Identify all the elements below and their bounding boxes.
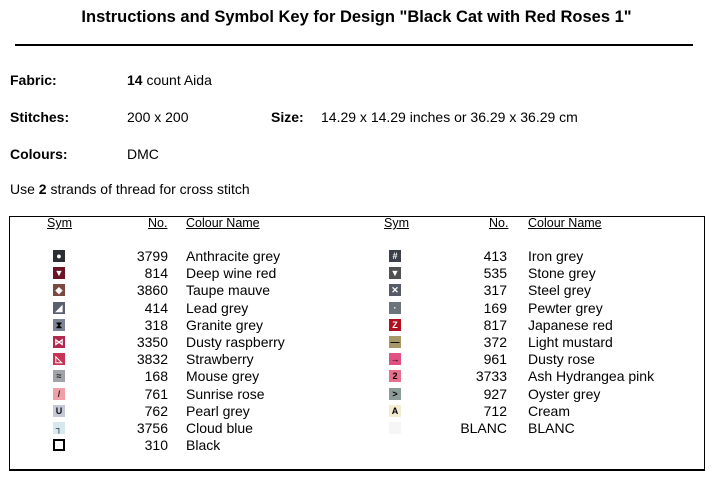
colour-name: Black <box>186 437 221 454</box>
symbol-icon: ⋈ <box>53 336 65 348</box>
symbol-icon: ✕ <box>389 284 401 297</box>
colour-name: Cloud blue <box>186 420 253 436</box>
symbol-icon: ⧗ <box>53 318 65 331</box>
colour-number: 961 <box>483 351 507 368</box>
colour-number: 3832 <box>136 351 168 368</box>
symbol-icon: # <box>389 250 401 262</box>
title-rule <box>15 44 693 46</box>
header-sym-right: Sym <box>384 216 409 230</box>
colour-number: 3756 <box>136 420 168 436</box>
symbol-icon: ◢ <box>53 301 65 314</box>
colour-name: Sunrise rose <box>186 385 265 402</box>
colour-name: Anthracite grey <box>186 248 281 264</box>
colour-name: BLANC <box>528 420 575 436</box>
stitches-label: Stitches: <box>10 109 70 125</box>
strands-post: strands of thread for cross stitch <box>50 181 250 197</box>
fabric-text: count Aida <box>146 72 212 88</box>
colour-name: Cream <box>528 402 571 419</box>
colours-label: Colours: <box>10 146 68 162</box>
colour-number: 762 <box>144 402 168 419</box>
size-value: 14.29 x 14.29 inches or 36.29 x 36.29 cm <box>321 109 578 125</box>
strands-note: Use 2 strands of thread for cross stitch <box>10 181 250 197</box>
colour-number: 817 <box>483 316 507 333</box>
strands-pre: Use <box>10 181 35 197</box>
colour-name: Deep wine red <box>186 265 277 282</box>
symbol-icon <box>53 439 65 452</box>
header-sym-left: Sym <box>47 216 72 230</box>
symbol-icon <box>389 422 401 434</box>
header-no-right: No. <box>489 216 509 230</box>
symbol-key-table <box>9 216 705 471</box>
stitches-value: 200 x 200 <box>127 109 189 125</box>
fabric-label: Fabric: <box>10 72 57 88</box>
colour-number: 310 <box>144 437 168 454</box>
symbol-icon: ◆ <box>53 284 65 297</box>
header-no-left: No. <box>148 216 168 230</box>
colour-number: 3799 <box>136 248 168 264</box>
colour-name: Pearl grey <box>186 402 250 419</box>
symbol-icon: ┐ <box>53 422 65 434</box>
colour-name: Granite grey <box>186 316 264 333</box>
symbol-icon: A <box>389 404 401 417</box>
fabric-count: 14 <box>127 72 143 88</box>
symbol-icon: ● <box>53 250 65 262</box>
strands-count: 2 <box>38 181 47 197</box>
fabric-value: 14 count Aida <box>127 72 212 88</box>
colour-name: Stone grey <box>528 265 596 282</box>
symbol-icon: ≈ <box>53 370 65 383</box>
colour-number: 169 <box>483 299 507 316</box>
colour-name: Japanese red <box>528 316 613 333</box>
colour-number: BLANC <box>460 420 507 436</box>
symbol-icon: 2 <box>389 370 401 383</box>
size-label: Size: <box>271 109 304 125</box>
colour-number: 3350 <box>136 334 168 350</box>
symbol-icon: Z <box>389 318 401 331</box>
colours-value: DMC <box>127 146 159 162</box>
colour-number: 414 <box>144 299 168 316</box>
symbol-icon: / <box>53 387 65 400</box>
symbol-icon: — <box>389 336 401 348</box>
colour-name: Dusty raspberry <box>186 334 285 350</box>
colour-number: 814 <box>144 265 168 282</box>
symbol-icon: → <box>389 353 401 366</box>
colour-number: 535 <box>483 265 507 282</box>
header-name-right: Colour Name <box>528 216 602 230</box>
colour-name: Strawberry <box>186 351 254 368</box>
colour-name: Ash Hydrangea pink <box>528 368 655 385</box>
colour-name: Pewter grey <box>528 299 603 316</box>
symbol-icon: · <box>389 301 401 314</box>
colour-name: Dusty rose <box>528 351 595 368</box>
colour-number: 372 <box>483 334 507 350</box>
page-title: Instructions and Symbol Key for Design "… <box>81 8 632 26</box>
colour-number: 927 <box>483 385 507 402</box>
header-name-left: Colour Name <box>186 216 260 230</box>
symbol-icon: > <box>389 387 401 400</box>
colour-name: Taupe mauve <box>186 282 271 299</box>
colour-number: 318 <box>144 316 168 333</box>
symbol-icon: ▼ <box>53 267 65 280</box>
colour-number: 3733 <box>475 368 507 385</box>
colour-name: Oyster grey <box>528 385 601 402</box>
symbol-icon: ▼ <box>389 267 401 280</box>
colour-name: Light mustard <box>528 334 613 350</box>
colour-name: Iron grey <box>528 248 584 264</box>
colour-number: 413 <box>483 248 507 264</box>
colour-number: 168 <box>144 368 168 385</box>
colour-number: 3860 <box>136 282 168 299</box>
colour-number: 712 <box>483 402 507 419</box>
symbol-icon: ◺ <box>53 353 65 366</box>
symbol-icon: U <box>53 404 65 417</box>
colour-name: Mouse grey <box>186 368 260 385</box>
colour-name: Steel grey <box>528 282 592 299</box>
colour-number: 317 <box>483 282 507 299</box>
colour-name: Lead grey <box>186 299 249 316</box>
colour-number: 761 <box>144 385 168 402</box>
